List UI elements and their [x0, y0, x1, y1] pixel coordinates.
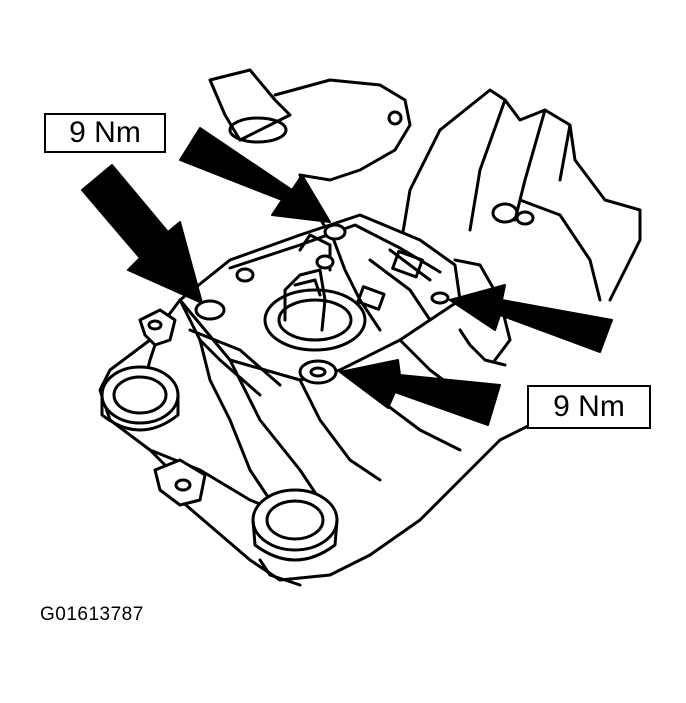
figure-id: G01613787	[40, 604, 144, 625]
torque-label-top: 9 Nm	[44, 113, 166, 153]
mounting-ears	[138, 308, 207, 507]
arrow-pointer-icon	[179, 127, 331, 223]
arrow-pointer-icon	[339, 359, 501, 426]
arrow-pointer-icon	[449, 284, 613, 353]
bolts	[194, 223, 450, 385]
left-mount-boss	[100, 365, 180, 432]
rear-bracket	[398, 88, 642, 367]
bottom-mount-boss	[251, 488, 339, 562]
arrow-pointer-icon	[81, 164, 203, 304]
torque-label-bottom: 9 Nm	[527, 385, 651, 429]
shift-gate	[263, 233, 367, 352]
